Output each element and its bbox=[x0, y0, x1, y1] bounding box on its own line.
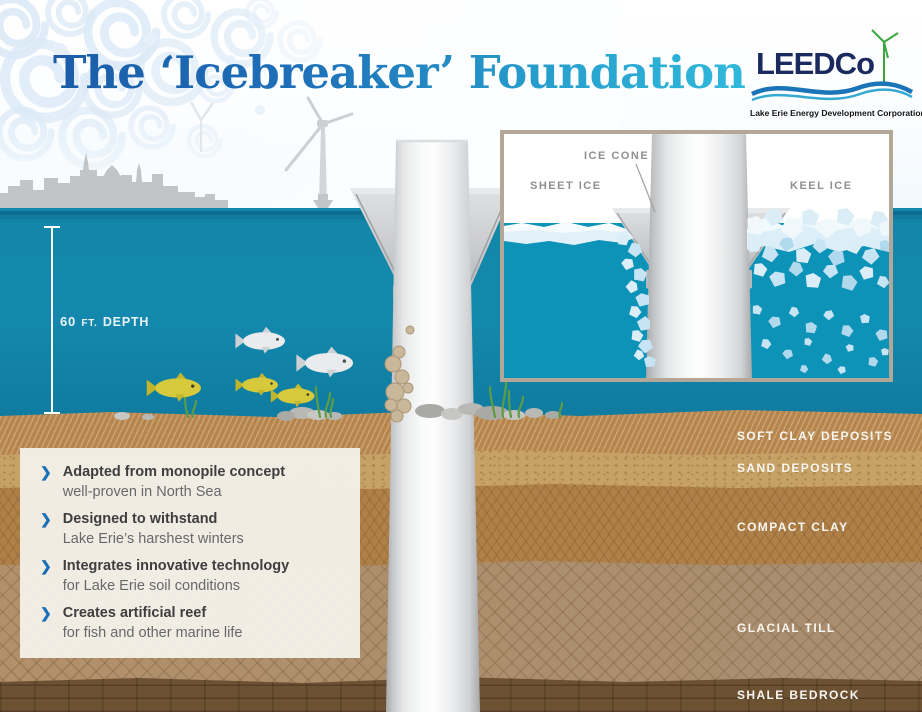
chevron-bullet-icon: ❯ bbox=[40, 464, 52, 480]
feature-title: Creates artificial reef bbox=[62, 605, 207, 621]
chevron-bullet-icon: ❯ bbox=[40, 511, 52, 527]
label-sheet-ice: SHEET ICE bbox=[530, 180, 602, 192]
label-ice-cone: ICE CONE bbox=[584, 150, 650, 162]
depth-value: 60 bbox=[60, 314, 77, 329]
logo-turbine-icon bbox=[871, 29, 899, 86]
feature-item: ❯ Creates artificial reef for fish and o… bbox=[40, 604, 342, 643]
label-shale-bedrock: SHALE BEDROCK bbox=[737, 688, 860, 702]
label-soft-clay: SOFT CLAY DEPOSITS bbox=[737, 429, 893, 443]
depth-unit: FT. bbox=[81, 318, 98, 329]
feature-subtitle: for fish and other marine life bbox=[62, 624, 243, 641]
depth-label: 60 FT. DEPTH bbox=[60, 313, 149, 331]
logo-wordmark: LEEDCo bbox=[756, 46, 875, 81]
logo-wave-icon bbox=[751, 81, 914, 102]
feature-item: ❯ Adapted from monopile concept well-pro… bbox=[40, 463, 342, 502]
label-compact-clay: COMPACT CLAY bbox=[737, 520, 849, 534]
sheet-ice-slab bbox=[504, 222, 634, 245]
depth-cap-top bbox=[44, 226, 60, 228]
feature-title: Integrates innovative technology bbox=[62, 558, 290, 574]
feature-panel: ❯ Adapted from monopile concept well-pro… bbox=[20, 448, 360, 658]
inset-monopile bbox=[646, 134, 752, 378]
depth-measure-line bbox=[51, 226, 53, 414]
page-title: The ‘Icebreaker’ Foundation bbox=[53, 46, 746, 99]
feature-item: ❯ Designed to withstand Lake Erie’s hars… bbox=[40, 510, 342, 549]
feature-title: Designed to withstand bbox=[62, 511, 218, 527]
label-sand: SAND DEPOSITS bbox=[737, 461, 854, 475]
chevron-bullet-icon: ❯ bbox=[40, 558, 52, 574]
logo-graphics bbox=[751, 29, 914, 102]
feature-subtitle: Lake Erie’s harshest winters bbox=[62, 530, 244, 547]
feature-subtitle: well-proven in North Sea bbox=[62, 483, 222, 500]
logo-tagline: Lake Erie Energy Development Corporation bbox=[750, 108, 922, 118]
feature-title: Adapted from monopile concept bbox=[62, 464, 286, 480]
chevron-bullet-icon: ❯ bbox=[40, 605, 52, 621]
feature-item: ❯ Integrates innovative technology for L… bbox=[40, 557, 342, 596]
leedco-logo: LEEDCo Lake Erie Energy Development Corp… bbox=[750, 26, 922, 118]
feature-subtitle: for Lake Erie soil conditions bbox=[62, 577, 241, 594]
label-keel-ice: KEEL ICE bbox=[790, 180, 853, 192]
depth-cap-bottom bbox=[44, 412, 60, 414]
depth-word: DEPTH bbox=[102, 315, 150, 329]
ice-cone-leader-line bbox=[635, 163, 656, 213]
inset-graphics bbox=[504, 134, 889, 378]
ice-chunks bbox=[617, 208, 889, 375]
label-glacial-till: GLACIAL TILL bbox=[737, 621, 836, 635]
inset-ice-diagram: ICE CONE SHEET ICE KEEL ICE bbox=[500, 130, 893, 382]
